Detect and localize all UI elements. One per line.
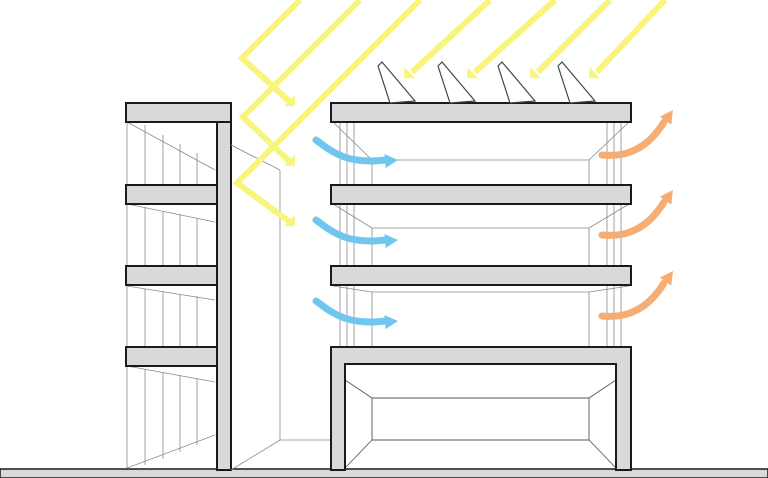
right-building-ground-frame [330,346,632,471]
sunlight-ray-arrow [404,0,493,79]
right-building [330,102,632,471]
ground-line [0,468,768,478]
sunlight-ray-arrow [589,0,668,79]
right-building-slab [330,184,632,205]
cool-air-arrow [312,136,398,169]
warm-air-arrow [598,190,673,239]
left-building-wall [216,102,232,471]
solar-panel-icon [497,61,537,104]
left-building-interior-lines [126,121,216,469]
left-building [125,102,232,471]
solar-panels [377,61,597,104]
sunlight-ray-arrow [238,0,363,166]
warm-air-arrow [598,271,673,320]
right-building-roof-slab [330,102,632,123]
sunlight-ray-arrow [232,0,423,226]
solar-panel-icon [437,61,477,104]
warm-air-outflow [598,110,673,320]
left-building-slab [125,265,218,286]
left-building-slab [125,184,218,205]
right-building-interior-lines [332,121,630,469]
cool-air-inflow [312,136,398,330]
cool-air-arrow [312,297,398,330]
sunlight-ray-arrow [467,0,558,79]
solar-panel-icon [557,61,597,104]
left-building-slab [125,346,218,367]
right-building-slab [330,265,632,286]
courtyard-lines [230,144,331,471]
cool-air-arrow [312,216,398,249]
sunlight-ray-arrow [530,0,613,79]
left-building-slab [125,102,232,123]
solar-panel-icon [377,61,417,104]
warm-air-arrow [598,110,673,159]
sunlight-rays [232,0,668,226]
